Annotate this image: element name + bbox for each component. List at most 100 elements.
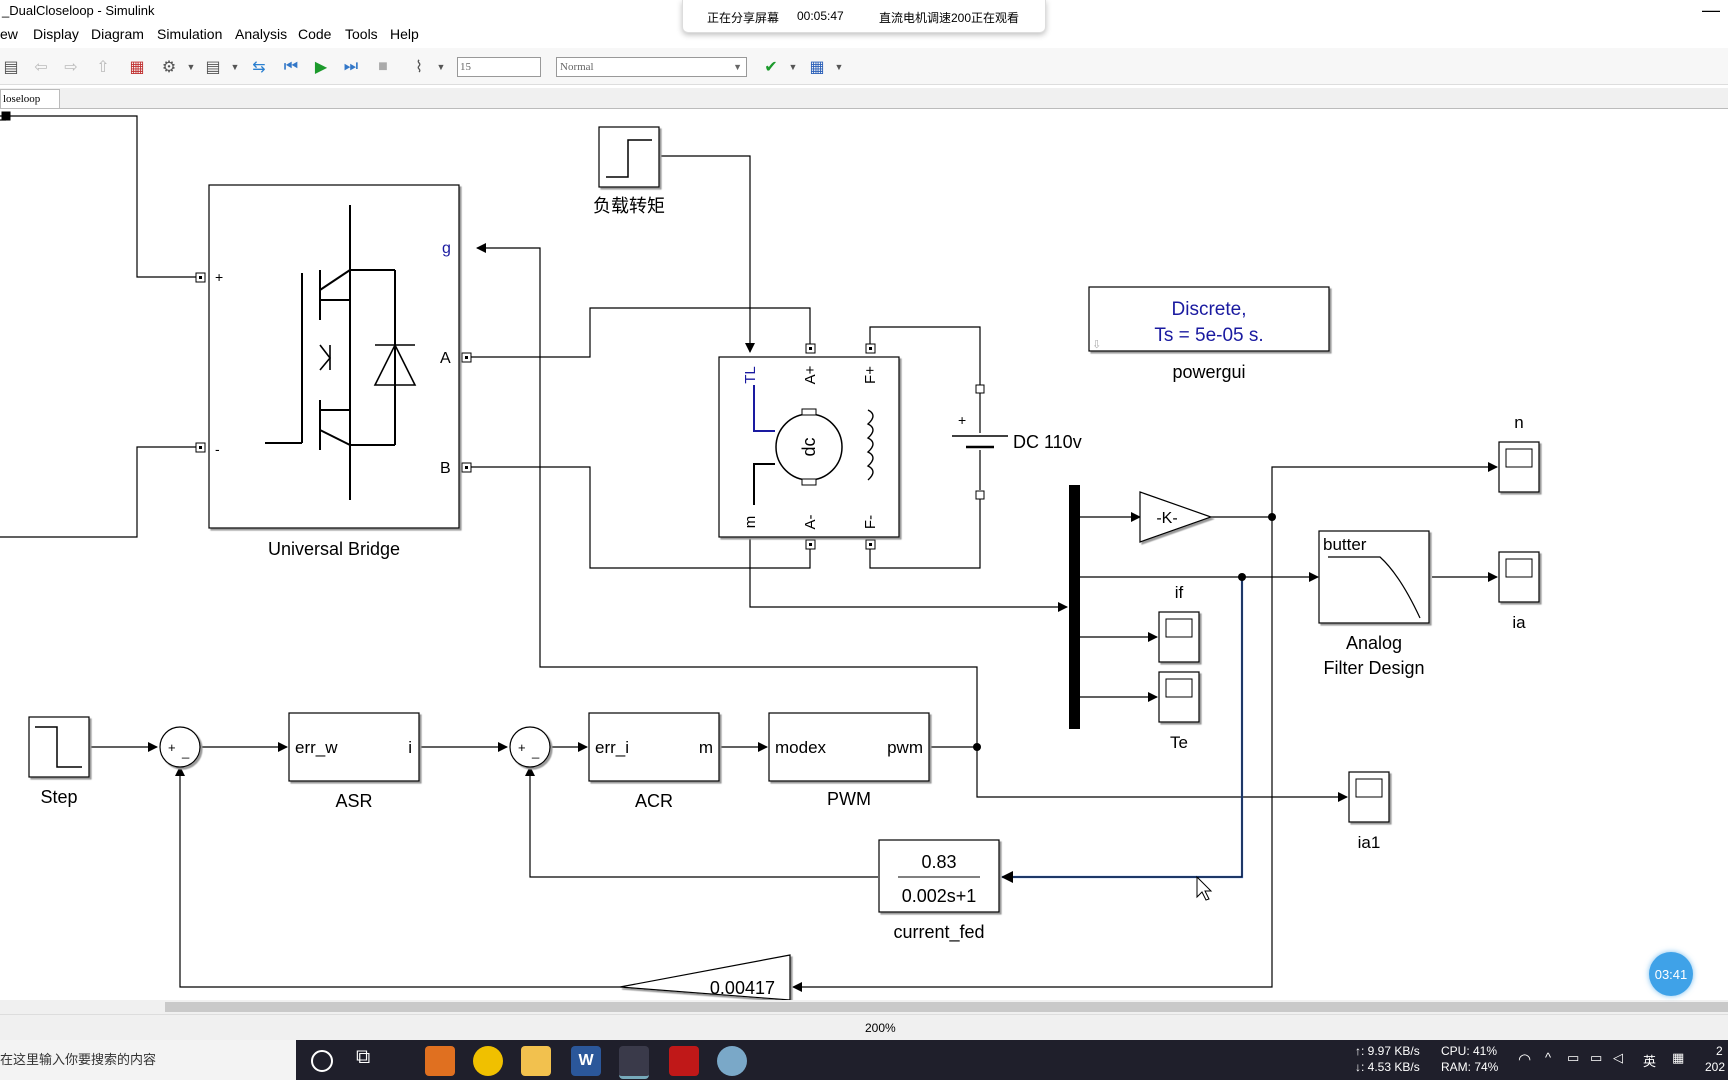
- sum-speed-minus: _: [181, 744, 190, 759]
- matlab-icon[interactable]: [619, 1046, 649, 1079]
- settings-icon[interactable]: ⚙: [161, 59, 177, 76]
- check-dropdown-icon[interactable]: ▼: [788, 62, 798, 72]
- explorer-dropdown-icon[interactable]: ▼: [230, 62, 240, 72]
- menu-diagram[interactable]: Diagram: [91, 26, 144, 42]
- step-label: Step: [40, 787, 77, 807]
- simulation-mode-select[interactable]: Normal ▼: [556, 57, 747, 77]
- clock-time[interactable]: 2: [1716, 1044, 1723, 1058]
- scope-ia-block[interactable]: [1498, 551, 1540, 603]
- file-explorer-icon[interactable]: [521, 1046, 551, 1076]
- minimize-icon[interactable]: —: [1702, 0, 1720, 20]
- step-block[interactable]: [28, 716, 90, 778]
- menu-view[interactable]: ew: [0, 26, 18, 42]
- pdf-reader-icon[interactable]: [669, 1046, 699, 1076]
- menu-help[interactable]: Help: [390, 26, 419, 42]
- powergui-arrow-icon: ⇩: [1092, 339, 1101, 351]
- field-coil-icon: [866, 409, 874, 481]
- save-icon[interactable]: ▤: [3, 59, 19, 76]
- taskbar-search-input[interactable]: 在这里输入你要搜索的内容: [0, 1040, 296, 1080]
- machine-port-m: m: [742, 516, 759, 529]
- gain-k-text: -K-: [1156, 510, 1177, 527]
- clock-date[interactable]: 202: [1705, 1060, 1726, 1074]
- update-diagram-icon[interactable]: ⇆: [252, 59, 266, 76]
- ime-indicator[interactable]: 英: [1643, 1054, 1657, 1069]
- dc-source-plus: +: [958, 412, 966, 428]
- menu-display[interactable]: Display: [33, 26, 79, 42]
- acr-input-port: err_i: [595, 738, 629, 757]
- speed-feedback-gain-block[interactable]: 0.00417: [619, 954, 791, 1000]
- menu-tools[interactable]: Tools: [345, 26, 378, 42]
- library-browser-icon[interactable]: ▦: [129, 59, 145, 76]
- sum-current-minus: _: [531, 744, 540, 759]
- pwm-subsystem-block[interactable]: modex pwm: [768, 712, 930, 782]
- settings-dropdown-icon[interactable]: ▼: [186, 62, 196, 72]
- branch-points: [973, 513, 1276, 751]
- cpu-usage: CPU: 41%: [1441, 1044, 1498, 1058]
- stop-icon[interactable]: ■: [378, 58, 388, 75]
- wifi-icon[interactable]: ◠: [1518, 1051, 1532, 1068]
- scope-te-label: Te: [1170, 733, 1188, 752]
- bus-selector-block[interactable]: [1069, 485, 1080, 729]
- stop-time-input[interactable]: [457, 57, 541, 77]
- menu-analysis[interactable]: Analysis: [235, 26, 288, 42]
- acr-subsystem-block[interactable]: err_i m: [588, 712, 720, 782]
- scope-dropdown-icon[interactable]: ▼: [436, 62, 446, 72]
- task-view-icon[interactable]: ⧉: [356, 1046, 371, 1068]
- universal-bridge-block[interactable]: + - g A B: [208, 184, 460, 529]
- battery-icon[interactable]: ▭: [1567, 1050, 1580, 1065]
- run-icon[interactable]: ▶: [314, 59, 328, 76]
- tab-model[interactable]: loseloop: [0, 89, 60, 108]
- mouse-cursor-icon: [1196, 875, 1213, 901]
- gain-k-block[interactable]: -K-: [1139, 491, 1213, 543]
- model-explorer-icon[interactable]: ▤: [205, 59, 221, 76]
- dc-source-block[interactable]: +: [952, 393, 1008, 490]
- chevron-up-icon[interactable]: ^: [1545, 1050, 1552, 1065]
- transfer-fcn-numerator: 0.83: [921, 852, 956, 872]
- grid-dropdown-icon[interactable]: ▼: [834, 62, 844, 72]
- chrome-icon[interactable]: [473, 1046, 503, 1076]
- menu-code[interactable]: Code: [298, 26, 332, 42]
- powergui-block[interactable]: Discrete, Ts = 5e-05 s. ⇩: [1088, 286, 1330, 352]
- dc-machine-block[interactable]: dc TL A+ F+ m A- F-: [718, 356, 900, 538]
- up-icon[interactable]: ⇧: [96, 59, 110, 76]
- sum-current-block[interactable]: + _: [509, 726, 551, 768]
- ram-usage: RAM: 74%: [1441, 1060, 1499, 1074]
- grid-icon[interactable]: ▦: [809, 59, 825, 76]
- timer-bubble[interactable]: 03:41: [1649, 952, 1693, 996]
- volume-icon[interactable]: ◁: [1613, 1050, 1623, 1065]
- check-icon[interactable]: ✔: [764, 59, 778, 76]
- selected-signal-line[interactable]: [1002, 577, 1244, 879]
- sum-speed-block[interactable]: + _: [159, 726, 201, 768]
- menu-simulation[interactable]: Simulation: [157, 26, 223, 42]
- bridge-port-g: g: [442, 240, 451, 257]
- scope-te-block[interactable]: [1158, 671, 1200, 723]
- scope-ia-label: ia: [1512, 613, 1526, 632]
- word-icon[interactable]: W: [571, 1046, 601, 1076]
- screen-share-banner[interactable]: 正在分享屏幕 00:05:47 直流电机调速200正在观看: [682, 0, 1046, 33]
- system-tray-icon[interactable]: ▭: [1590, 1050, 1603, 1065]
- cortana-icon[interactable]: [311, 1050, 333, 1072]
- scope-n-block[interactable]: [1498, 441, 1540, 493]
- asr-subsystem-block[interactable]: err_w i: [288, 712, 420, 782]
- step-forward-icon[interactable]: ⏭: [343, 58, 359, 75]
- diagram-canvas[interactable]: + - g A B Universal Bridge 负载转矩 dc TL A+…: [0, 108, 1728, 1000]
- forward-icon[interactable]: ⇨: [64, 59, 78, 76]
- machine-port-f-minus: F-: [862, 515, 879, 529]
- analog-filter-block[interactable]: butter: [1318, 530, 1430, 624]
- scope-ia1-block[interactable]: [1348, 771, 1390, 823]
- scope-if-block[interactable]: [1158, 611, 1200, 663]
- network-download-rate: ↓: 4.53 KB/s: [1355, 1060, 1420, 1074]
- scrollbar-thumb[interactable]: [165, 1002, 1728, 1012]
- current-fed-transfer-fcn-block[interactable]: 0.83 0.002s+1: [878, 839, 1000, 913]
- scope-icon: [1165, 678, 1193, 698]
- asr-input-port: err_w: [295, 738, 338, 757]
- back-icon[interactable]: ⇦: [34, 59, 48, 76]
- search-app-icon[interactable]: [425, 1046, 455, 1076]
- scope-icon[interactable]: ⌇: [415, 59, 423, 76]
- machine-port-a-plus: A+: [802, 365, 819, 384]
- scope-icon: [1165, 618, 1193, 638]
- app-icon[interactable]: [717, 1046, 747, 1076]
- step-back-icon[interactable]: ⏮: [283, 58, 299, 75]
- ime-grid-icon[interactable]: ▦: [1672, 1050, 1685, 1065]
- load-torque-step-block[interactable]: [598, 126, 660, 188]
